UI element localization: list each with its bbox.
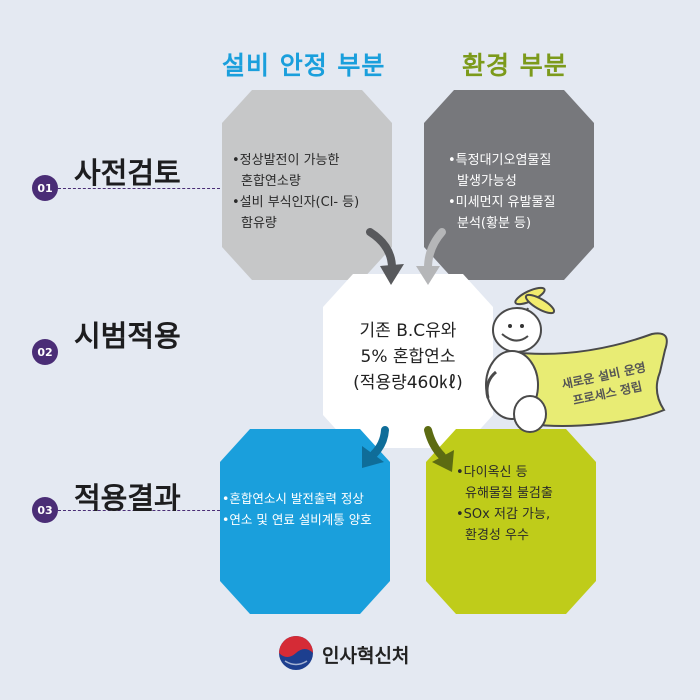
hex-result-equipment	[220, 429, 390, 614]
pilot-text: 기존 B.C유와 5% 혼합연소 (적용량460㎘)	[353, 321, 463, 393]
step-label: 사전검토	[74, 156, 181, 190]
hex-result-environment	[426, 429, 596, 614]
hex-review-environment	[424, 90, 594, 280]
hex-review-equipment	[222, 90, 392, 280]
left-column-title: 설비 안정 부분	[222, 51, 386, 80]
step-badge: 03	[32, 497, 58, 523]
down-arrow-icon	[416, 228, 446, 285]
step-badge: 02	[32, 339, 58, 365]
government-emblem-icon	[279, 636, 313, 670]
review-environment-text: •특정대기오염물질 발생가능성 •미세먼지 유발물질 분석(황분 등)	[448, 153, 556, 231]
step-connector	[58, 188, 220, 189]
step-label: 적용결과	[74, 481, 181, 515]
step-label: 시범적용	[74, 319, 181, 353]
review-equipment-text: •정상발전이 가능한 혼합연소량 •설비 부식인자(Cl- 등) 함유량	[232, 153, 360, 231]
character-mascot	[485, 286, 556, 433]
down-arrow-icon	[424, 426, 454, 472]
result-equipment-text: •혼합연소시 발전출력 정상 •연소 및 연료 설비계통 양호	[222, 491, 372, 527]
down-arrow-icon	[366, 228, 404, 285]
down-arrow-icon	[362, 426, 389, 468]
hex-pilot	[323, 274, 493, 448]
org-name: 인사혁신처	[322, 645, 410, 667]
result-environment-text: •다이옥신 등 유해물질 불검출 •SOx 저감 가능, 환경성 우수	[456, 465, 553, 543]
step-badge: 01	[32, 175, 58, 201]
step-connector	[58, 510, 220, 511]
right-column-title: 환경 부분	[462, 51, 568, 80]
